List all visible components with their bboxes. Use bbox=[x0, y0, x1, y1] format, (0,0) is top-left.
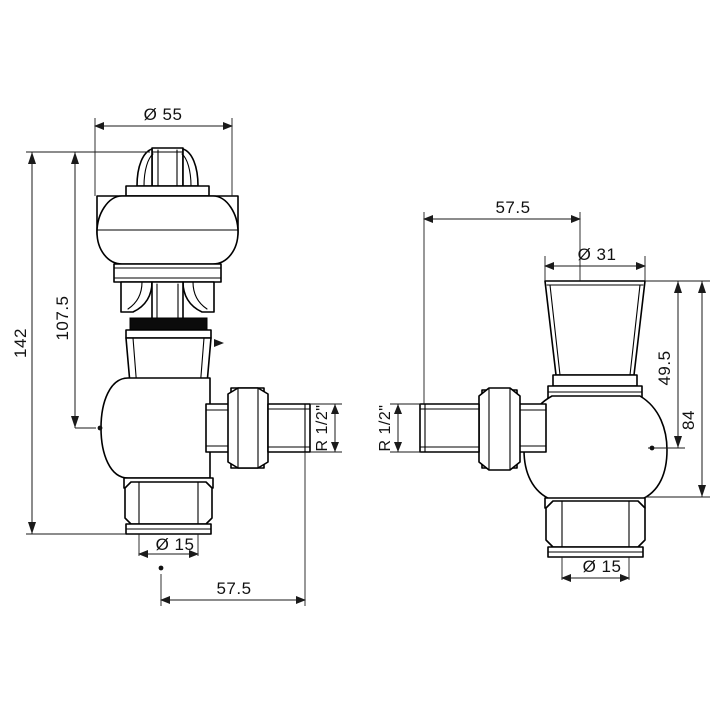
dim-left-head-diameter: Ø 55 bbox=[144, 105, 183, 124]
dim-right-axis-length: 57.5 bbox=[495, 198, 530, 217]
dim-right-outlet-diameter: Ø 15 bbox=[583, 557, 622, 576]
left-valve-wheel-head bbox=[96, 195, 239, 265]
left-valve-skirt-spokes bbox=[120, 281, 215, 313]
left-valve-body-sphere bbox=[100, 377, 211, 479]
dim-left-thread-spec: R 1/2" bbox=[314, 405, 331, 452]
left-valve-top-knob bbox=[151, 147, 184, 187]
dim-right-overall-height: 84 bbox=[679, 410, 698, 430]
left-valve-male-thread-tail bbox=[267, 403, 311, 453]
left-valve-seal-band bbox=[129, 317, 208, 331]
left-valve-outlet-hex-nut bbox=[227, 387, 269, 469]
dim-left-axis-length: 57.5 bbox=[216, 579, 251, 598]
right-valve-cap-ribs bbox=[547, 374, 643, 399]
right-valve-male-thread-tail bbox=[419, 403, 480, 453]
dim-right-thread-spec: R 1/2" bbox=[377, 405, 394, 452]
right-view-dimensions: 57.5 Ø 31 49.5 84 bbox=[377, 198, 710, 582]
left-valve-neck-plate bbox=[125, 329, 212, 339]
left-valve-bottom-hex-nut bbox=[123, 477, 214, 535]
dim-left-head-axis-height: 107.5 bbox=[53, 295, 72, 340]
right-valve-cap bbox=[544, 280, 646, 376]
right-valve-bottom-hex-nut bbox=[544, 497, 646, 558]
left-valve-knob-flange bbox=[125, 185, 210, 197]
left-view-dimensions: Ø 55 142 107.5 R 1/2" bbox=[0, 105, 342, 606]
right-valve-geometry bbox=[419, 280, 668, 558]
dim-left-outlet-diameter: Ø 15 bbox=[156, 535, 195, 554]
dim-right-cap-height: 49.5 bbox=[655, 350, 674, 385]
left-valve-head-base-flange bbox=[113, 263, 222, 283]
left-valve-bottom-axis-dot bbox=[158, 565, 164, 571]
dim-right-cap-diameter: Ø 31 bbox=[578, 245, 617, 264]
left-valve-axis-center-dot bbox=[97, 425, 103, 431]
left-valve-geometry bbox=[96, 147, 311, 535]
dim-left-overall-height: 142 bbox=[11, 328, 30, 358]
right-valve-axis-center-dot bbox=[649, 445, 655, 451]
right-valve-hex-nut bbox=[478, 387, 521, 471]
left-valve-knob-shoulders bbox=[136, 148, 199, 187]
right-valve-body-sphere bbox=[523, 395, 668, 501]
